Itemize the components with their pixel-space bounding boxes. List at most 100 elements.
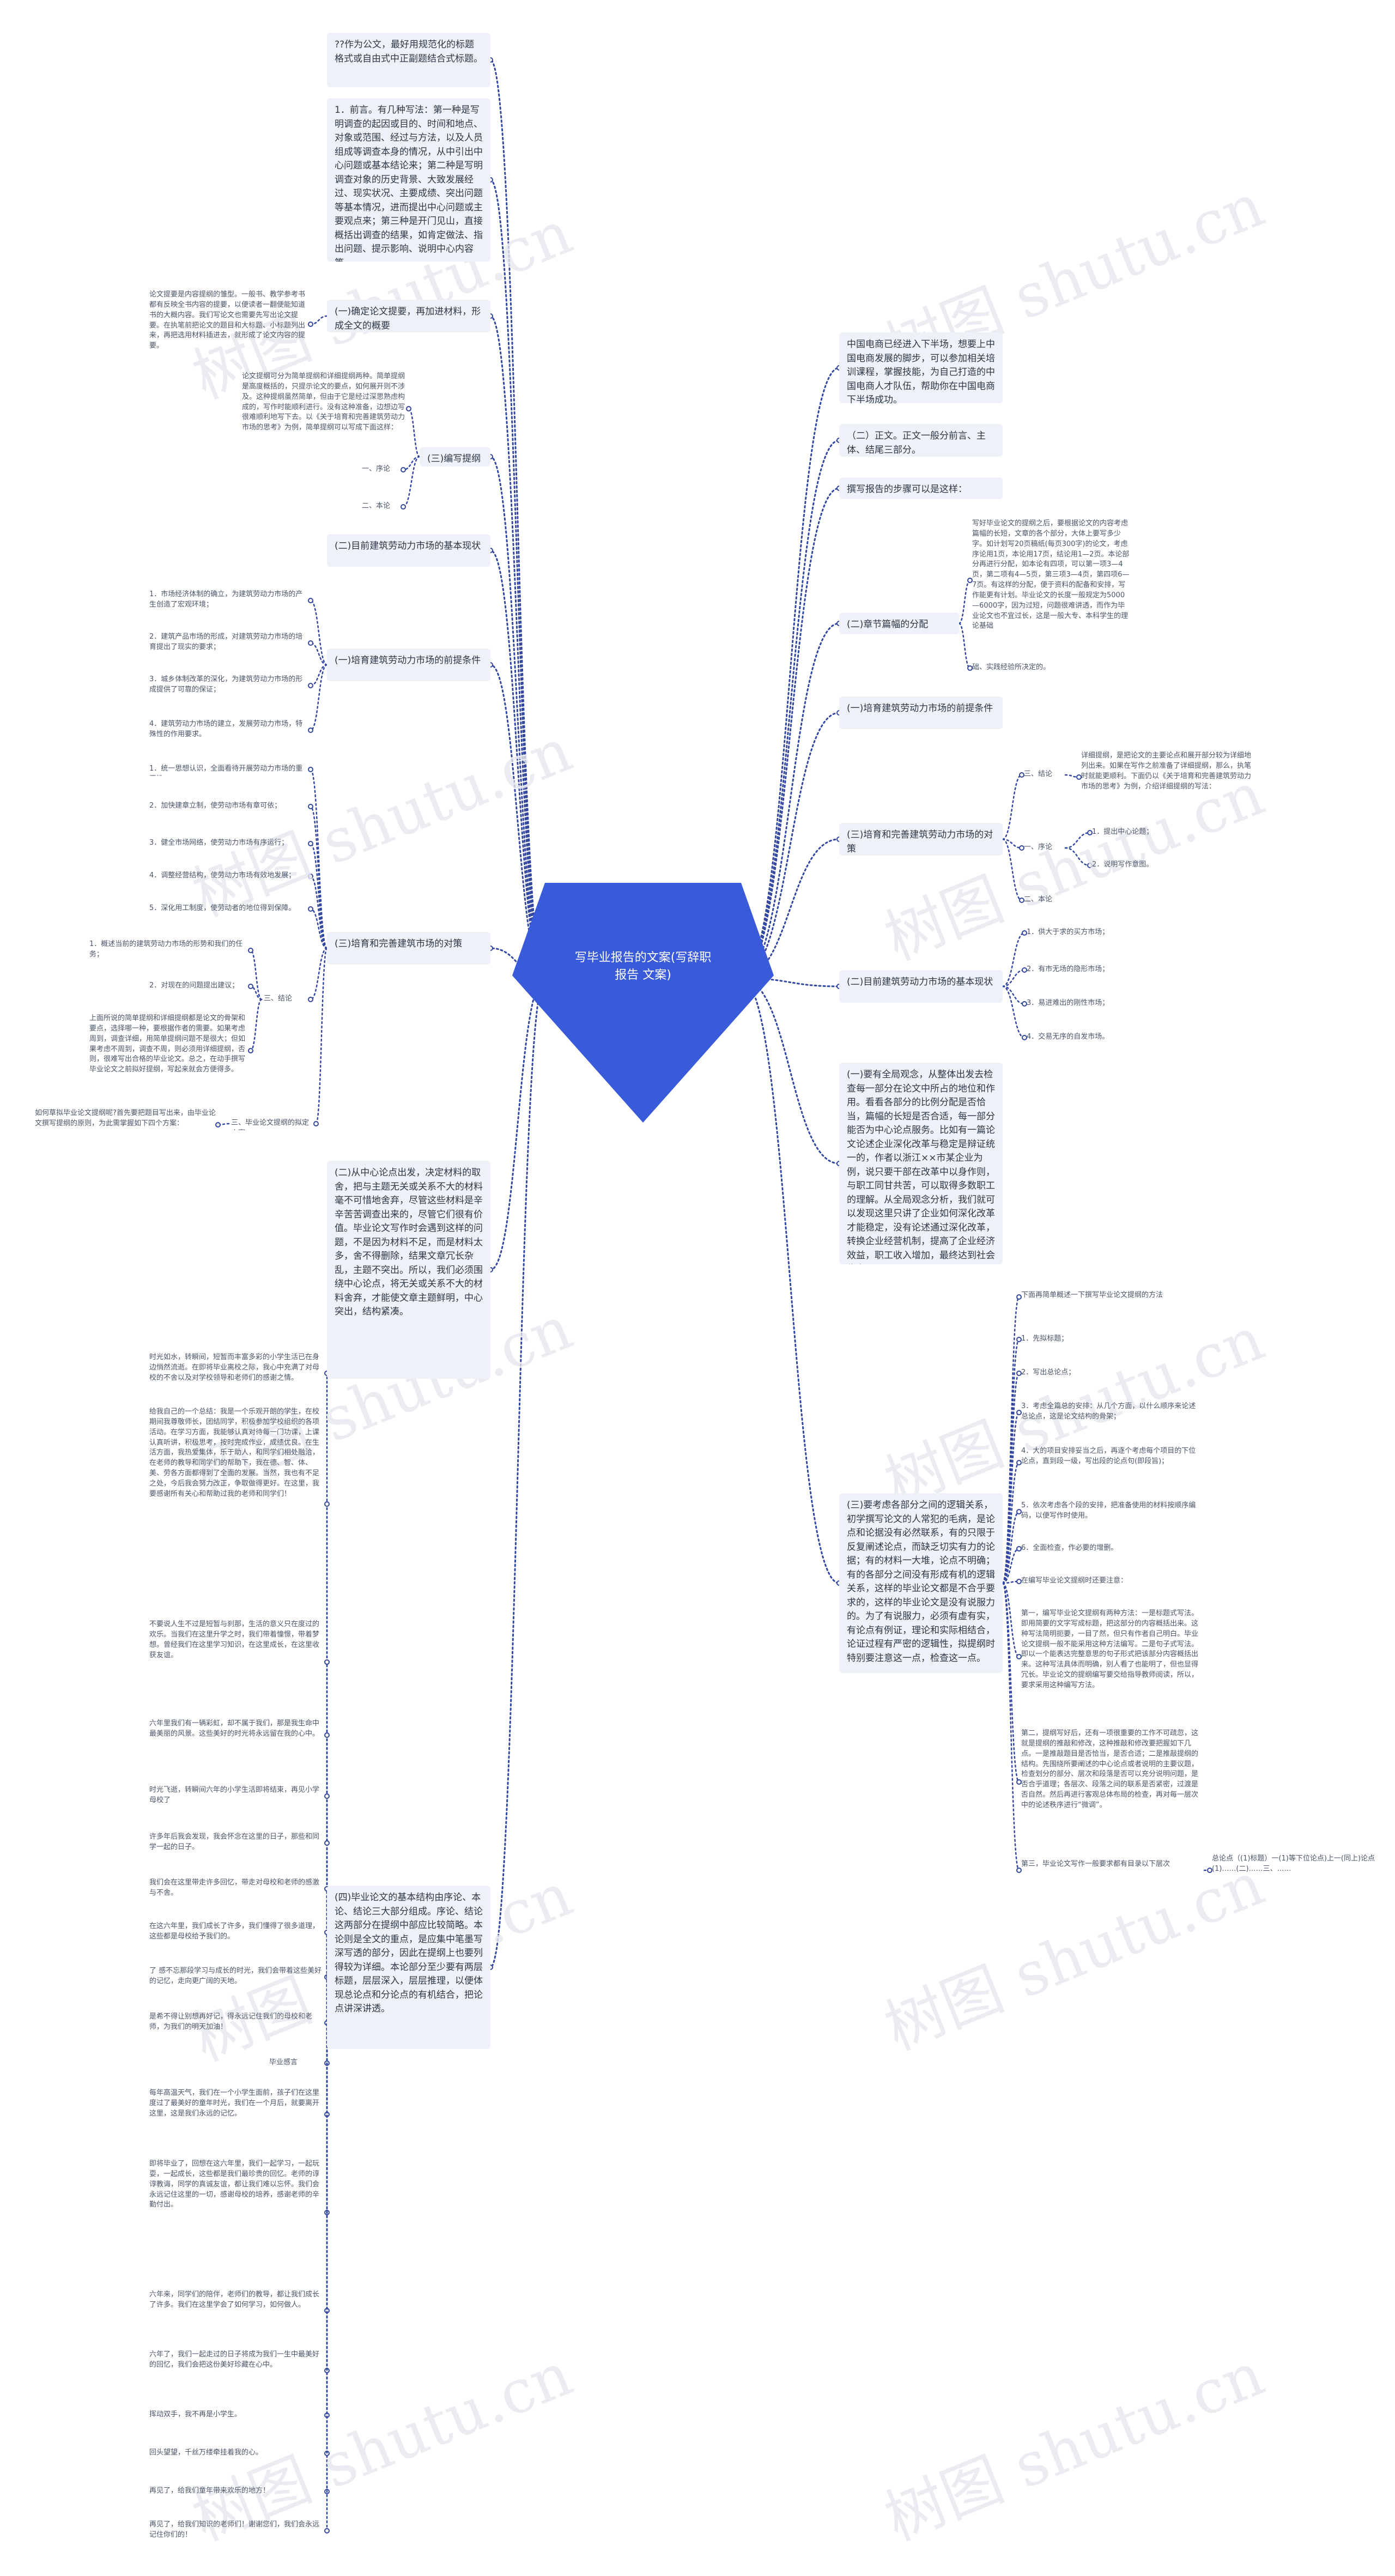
mindmap-node-l9d[interactable]: 六年里我们有一辆彩虹，却不属于我们，那是我生命中最美丽的风景。这些美好的时光将永…	[149, 1719, 320, 1738]
connector-r6a	[1002, 774, 1023, 840]
mindmap-node-l9g[interactable]: 我们会在这里带走许多回忆，带走对母校和老师的感激与不舍。	[149, 1878, 320, 1897]
mindmap-node-l4a[interactable]: 论文提纲可分为简单提纲和详细提纲两种。简单提纲是高度概括的，只提示论文的要点，如…	[242, 372, 405, 432]
mindmap-node-r9k[interactable]: 第三，毕业论文写作一般要求都有目录以下层次	[1021, 1860, 1170, 1868]
connector-dot-l9c	[324, 1659, 330, 1665]
mindmap-node-l9n[interactable]: 六年来，同学们的陪伴，老师们的教导，都让我们成长了许多。我们在这里学会了如何学习…	[149, 2290, 320, 2309]
connector-dot-l7b	[308, 804, 313, 809]
mindmap-node-r6a1[interactable]: 详细提纲，是把论文的主要论点和展开部分较为详细地列出来。如果在写作之前准备了详细…	[1081, 751, 1252, 791]
mindmap-node-r6b1[interactable]: 1．提出中心论题；	[1092, 828, 1154, 836]
mindmap-node-r9c[interactable]: 2．写出总论点；	[1021, 1368, 1076, 1377]
connector-r4a	[958, 579, 971, 625]
mindmap-node-r2[interactable]: （二）正文。正文一般分前言、主体、结尾三部分。	[839, 424, 1003, 457]
mindmap-node-r4[interactable]: (二)章节篇幅的分配	[839, 613, 959, 634]
connector-r9a	[1002, 1296, 1020, 1584]
mindmap-node-l9q[interactable]: 回头望望，千丝万缕牵挂着我的心。	[149, 2448, 263, 2457]
connector-l4b	[402, 456, 421, 471]
connector-r9f	[1002, 1511, 1020, 1584]
mindmap-node-r9j[interactable]: 第二，提纲写好后，还有一项很重要的工作不可疏忽，这就是提纲的推敲和修改，这种推敲…	[1021, 1729, 1199, 1809]
mindmap-node-r7a[interactable]: 1．供大于求的买方市场；	[1027, 928, 1109, 936]
mindmap-node-r9h[interactable]: 在编写毕业论文提纲时还要注意：	[1021, 1577, 1128, 1585]
connector-r6b2	[1064, 847, 1091, 866]
mindmap-node-r9b[interactable]: 1．先拟标题；	[1021, 1335, 1069, 1343]
mindmap-node-r9f[interactable]: 5．依次考虑各个段的安排，把准备使用的材料按顺序编码，以便写作时使用。	[1021, 1501, 1196, 1520]
mindmap-node-l7f3[interactable]: 上面所说的简单提纲和详细提纲都是论文的骨架和要点，选择哪一种，要根据作者的需要。…	[89, 1014, 246, 1074]
mindmap-node-l6b[interactable]: 2．建筑产品市场的形成，对建筑劳动力市场的培育提出了现实的要求；	[149, 633, 303, 651]
mindmap-node-r6c[interactable]: 二、本论	[1024, 895, 1053, 904]
mindmap-node-l7g1[interactable]: 如何草拟毕业论文提纲呢?首先要把题目写出来，由毕业论文撰写提纲的原则，为此需掌握…	[35, 1109, 216, 1128]
connector-dot-l9d	[324, 1732, 330, 1738]
mindmap-node-l1[interactable]: ??作为公文，最好用规范化的标题格式或自由式中正副题结合式标题。	[327, 33, 490, 87]
mindmap-node-l7f[interactable]: 三、结论	[264, 995, 293, 1003]
mindmap-node-l6c[interactable]: 3．城乡体制改革的深化，为建筑劳动力市场的形成提供了可靠的保证；	[149, 675, 303, 694]
connector-l7b	[310, 805, 328, 949]
mindmap-node-r9[interactable]: (三)要考虑各部分之间的逻辑关系，初学撰写论文的人常犯的毛病，是论点和论据没有必…	[839, 1493, 1003, 1673]
mindmap-node-r1[interactable]: 中国电商已经进入下半场，想要上中国电商发展的脚步，可以参加相关培训课程，掌握技能…	[839, 332, 1003, 403]
mindmap-node-r6[interactable]: (三)培育和完善建筑劳动力市场的对策	[839, 823, 1003, 856]
mindmap-node-r7[interactable]: (二)目前建筑劳动力市场的基本现状	[839, 970, 1003, 1003]
mindmap-node-l6d[interactable]: 4．建筑劳动力市场的建立，发展劳动力市场，特殊性的作用要求。	[149, 720, 303, 738]
mindmap-node-l9m[interactable]: 即将毕业了，回想在这六年里，我们一起学习，一起玩耍，一起成长，这些都是我们最珍贵…	[149, 2160, 320, 2209]
connector-dot-r7c	[1022, 1001, 1027, 1007]
mindmap-node-l6[interactable]: (一)培育建筑劳动力市场的前提条件	[327, 648, 490, 681]
mindmap-node-l9k[interactable]: 毕业感言	[269, 2058, 298, 2066]
mindmap-node-l4b[interactable]: 一、序论	[362, 465, 391, 473]
connector-dot-r9k1	[1207, 1868, 1212, 1873]
connector-dot-l4b	[401, 467, 406, 472]
mindmap-node-r4b[interactable]: 础、实践经验所决定的。	[972, 663, 1051, 671]
mindmap-node-r3[interactable]: 撰写报告的步骤可以是这样：	[839, 477, 1003, 499]
mindmap-node-l6a[interactable]: 1．市场经济体制的确立，为建筑劳动力市场的产生创造了宏观环境；	[149, 590, 303, 609]
mindmap-node-l7d[interactable]: 4．调整经营结构，使劳动力市场有效地发展；	[149, 871, 296, 880]
mindmap-node-r9i[interactable]: 第一，编写毕业论文提纲有两种方法：一是标题式写法。即用简要的文字写成标题，把这部…	[1021, 1609, 1199, 1689]
mindmap-node-l9l[interactable]: 每年高温天气，我们在一个小学生面前，孩子们在这里度过了最美好的童年时光，我们在一…	[149, 2089, 320, 2118]
connector-dot-l7c	[308, 841, 313, 846]
connector-dot-l6a	[308, 598, 313, 603]
mindmap-node-l5[interactable]: (二)目前建筑劳动力市场的基本现状	[327, 534, 490, 567]
mindmap-node-l9j[interactable]: 是希不得让别想再好记，得永远记住我们的母校和老师，为我们的明天加油！	[149, 2013, 313, 2031]
mindmap-node-r6a[interactable]: 三、结论	[1024, 770, 1053, 778]
mindmap-node-l9p[interactable]: 挥动双手，我不再是小学生。	[149, 2410, 242, 2419]
mindmap-node-l8[interactable]: (二)从中心论点出发，决定材料的取舍，把与主题无关或关系不大的材料毫不可惜地舍弃…	[327, 1161, 490, 1379]
mindmap-node-l7b[interactable]: 2．加快建章立制，使劳动市场有章可依；	[149, 802, 282, 810]
mindmap-node-l3[interactable]: (一)确定论文提要，再加进材料，形成全文的概要	[327, 300, 490, 332]
mindmap-node-r9g[interactable]: 6．全面检查，作必要的增删。	[1021, 1544, 1118, 1552]
mindmap-node-l9f[interactable]: 许多年后我会发现，我会怀念在这里的日子，那些和同学一起的日子。	[149, 1833, 320, 1851]
mindmap-node-l7f2[interactable]: 2．对现在的问题提出建议；	[149, 981, 239, 990]
mindmap-node-r8[interactable]: (一)要有全局观念，从整体出发去检查每一部分在论文中所占的地位和作用。看看各部分…	[839, 1063, 1003, 1264]
mindmap-node-r9e[interactable]: 4．大的项目安排妥当之后，再逐个考虑每个项目的下位论点，直到段一级，写出段的论点…	[1021, 1447, 1196, 1465]
mindmap-node-l2[interactable]: 1．前言。有几种写法：第一种是写明调查的起因或目的、时间和地点、对象或范围、经过…	[327, 98, 490, 262]
mindmap-node-l9i[interactable]: 了 感不忘那段学习与成长的时光，我们会带着这些美好的记忆，走向更广阔的天地。	[149, 1967, 322, 1985]
mindmap-node-l9b[interactable]: 给我自己的一个总结：我是一个乐观开朗的学生，在校期间我尊敬师长，团结同学，积极参…	[149, 1408, 320, 1498]
mindmap-node-r9d[interactable]: 3．考虑全篇总的安排：从几个方面，以什么顺序来论述总论点，这是论文结构的骨架；	[1021, 1402, 1196, 1421]
connector-dot-r4a	[967, 578, 973, 583]
mindmap-node-l9c[interactable]: 不要说人生不过是短暂与刹那，生活的意义只在度过的欢乐。当我们在这里升学之时，我们…	[149, 1620, 320, 1659]
mindmap-node-r5[interactable]: (一)培育建筑劳动力市场的前提条件	[839, 696, 1003, 729]
mindmap-node-l9a[interactable]: 时光如水，转瞬间，短暂而丰富多彩的小学生活已在身边悄然流逝。在即将毕业离校之际，…	[149, 1353, 320, 1382]
mindmap-node-l4c[interactable]: 二、本论	[362, 502, 391, 510]
mindmap-node-l9e[interactable]: 时光飞逝，转瞬间六年的小学生活即将结束，再见小学母校了	[149, 1786, 320, 1804]
mindmap-node-l9[interactable]: (四)毕业论文的基本结构由序论、本论、结论三大部分组成。序论、结论这两部分在提纲…	[327, 1886, 490, 2049]
mindmap-node-l9s[interactable]: 再见了，给我们知识的老师们！谢谢您们，我们会永远记住你们的！	[149, 2520, 320, 2539]
mindmap-node-l7a[interactable]: 1．统一思想认识，全面看待开展劳动力市场的重要性；	[149, 765, 303, 776]
connector-l4a	[408, 408, 421, 458]
mindmap-node-l7e[interactable]: 5．深化用工制度，使劳动者的地位得到保障。	[149, 904, 296, 912]
mindmap-node-r7c[interactable]: 3．易进难出的刚性市场；	[1027, 999, 1109, 1007]
mindmap-node-r7b[interactable]: 2．有市无场的隐形市场；	[1027, 965, 1109, 973]
mindmap-node-r9a[interactable]: 下面再简单概述一下撰写毕业论文提纲的方法	[1021, 1291, 1163, 1299]
mindmap-node-r6b[interactable]: 一、序论	[1024, 843, 1053, 851]
mindmap-node-l7c[interactable]: 3．健全市场网络，使劳动力市场有序运行；	[149, 839, 289, 847]
mindmap-node-l3a[interactable]: 论文提要是内容提纲的雏型。一般书、教学参考书都有反映全书内容的提要，以便读者一翻…	[149, 290, 306, 350]
connector-dot-r6c	[1019, 898, 1024, 903]
mindmap-node-r6b2[interactable]: 2．说明写作意图。	[1092, 860, 1154, 869]
mindmap-node-l4[interactable]: (三)编写提纲	[420, 447, 490, 466]
mindmap-node-l7g[interactable]: 三、毕业论文提纲的拟定方案：	[231, 1119, 310, 1130]
mindmap-node-r9k1[interactable]: 总论点（(1)标题）一(1)等下位论点)上一(同上)论点(1)……(二)……三、…	[1212, 1854, 1375, 1873]
mindmap-node-r7d[interactable]: 4．交易无序的自发市场。	[1027, 1033, 1109, 1041]
mindmap-node-l9h[interactable]: 在这六年里，我们成长了许多，我们懂得了很多道理，这些都是母校给予我们的。	[149, 1922, 320, 1941]
connector-dot-l7g1	[215, 1122, 221, 1128]
mindmap-node-l7f1[interactable]: 1．概述当前的建筑劳动力市场的形势和我们的任务；	[89, 940, 243, 959]
mindmap-node-l9r[interactable]: 再见了，给我们童年带来欢乐的地方！	[149, 2487, 270, 2495]
connector-dot-r9f	[1016, 1509, 1022, 1514]
mindmap-node-r4a[interactable]: 写好毕业论文的提纲之后，要根据论文的内容考虑篇幅的长短，文章的各个部分，大体上要…	[972, 519, 1130, 631]
mindmap-node-l9o[interactable]: 六年了，我们一起走过的日子将成为我们一生中最美好的回忆，我们会把这份美好珍藏在心…	[149, 2350, 320, 2369]
mindmap-node-l7[interactable]: (三)培育和完善建筑市场的对策	[327, 932, 490, 965]
